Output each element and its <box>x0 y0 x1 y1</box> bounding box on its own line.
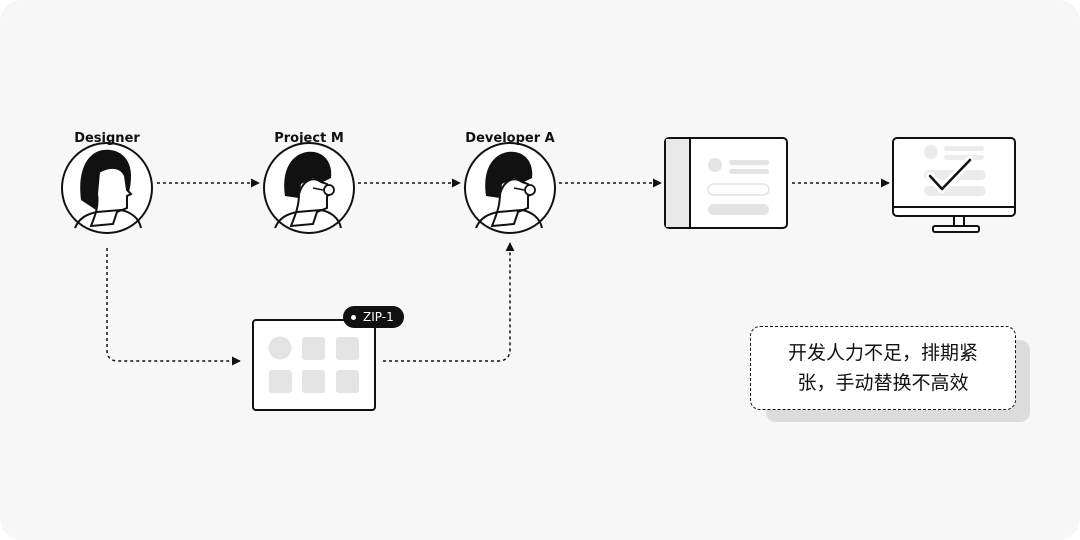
arrow-designer-to-zip <box>106 248 241 366</box>
design-file-grid-icon <box>252 319 376 411</box>
note-line-2: 张，手动替换不高效 <box>797 372 969 394</box>
note-line-1: 开发人力不足，排期紧 <box>787 342 978 364</box>
connectors <box>106 178 890 366</box>
developer-avatar-icon <box>464 142 556 234</box>
app-window-icon <box>664 137 788 229</box>
zip-tag: ZIP-1 <box>343 306 404 328</box>
tag-dot-icon <box>351 314 356 320</box>
designer-avatar-icon <box>61 142 153 234</box>
designer-label: Designer <box>74 131 140 146</box>
zip-tag-label: ZIP-1 <box>363 310 394 324</box>
developer-label: Developer A <box>465 131 555 146</box>
project-manager-avatar-icon <box>263 142 355 234</box>
note-text: 开发人力不足，排期紧 张，手动替换不高效 <box>758 338 1008 398</box>
project-manager-label: Project M <box>274 131 344 146</box>
arrow-zip-to-developer <box>383 242 515 362</box>
monitor-checkmark-icon <box>892 137 1016 233</box>
note-card: 开发人力不足，排期紧 张，手动替换不高效 <box>750 326 1016 410</box>
